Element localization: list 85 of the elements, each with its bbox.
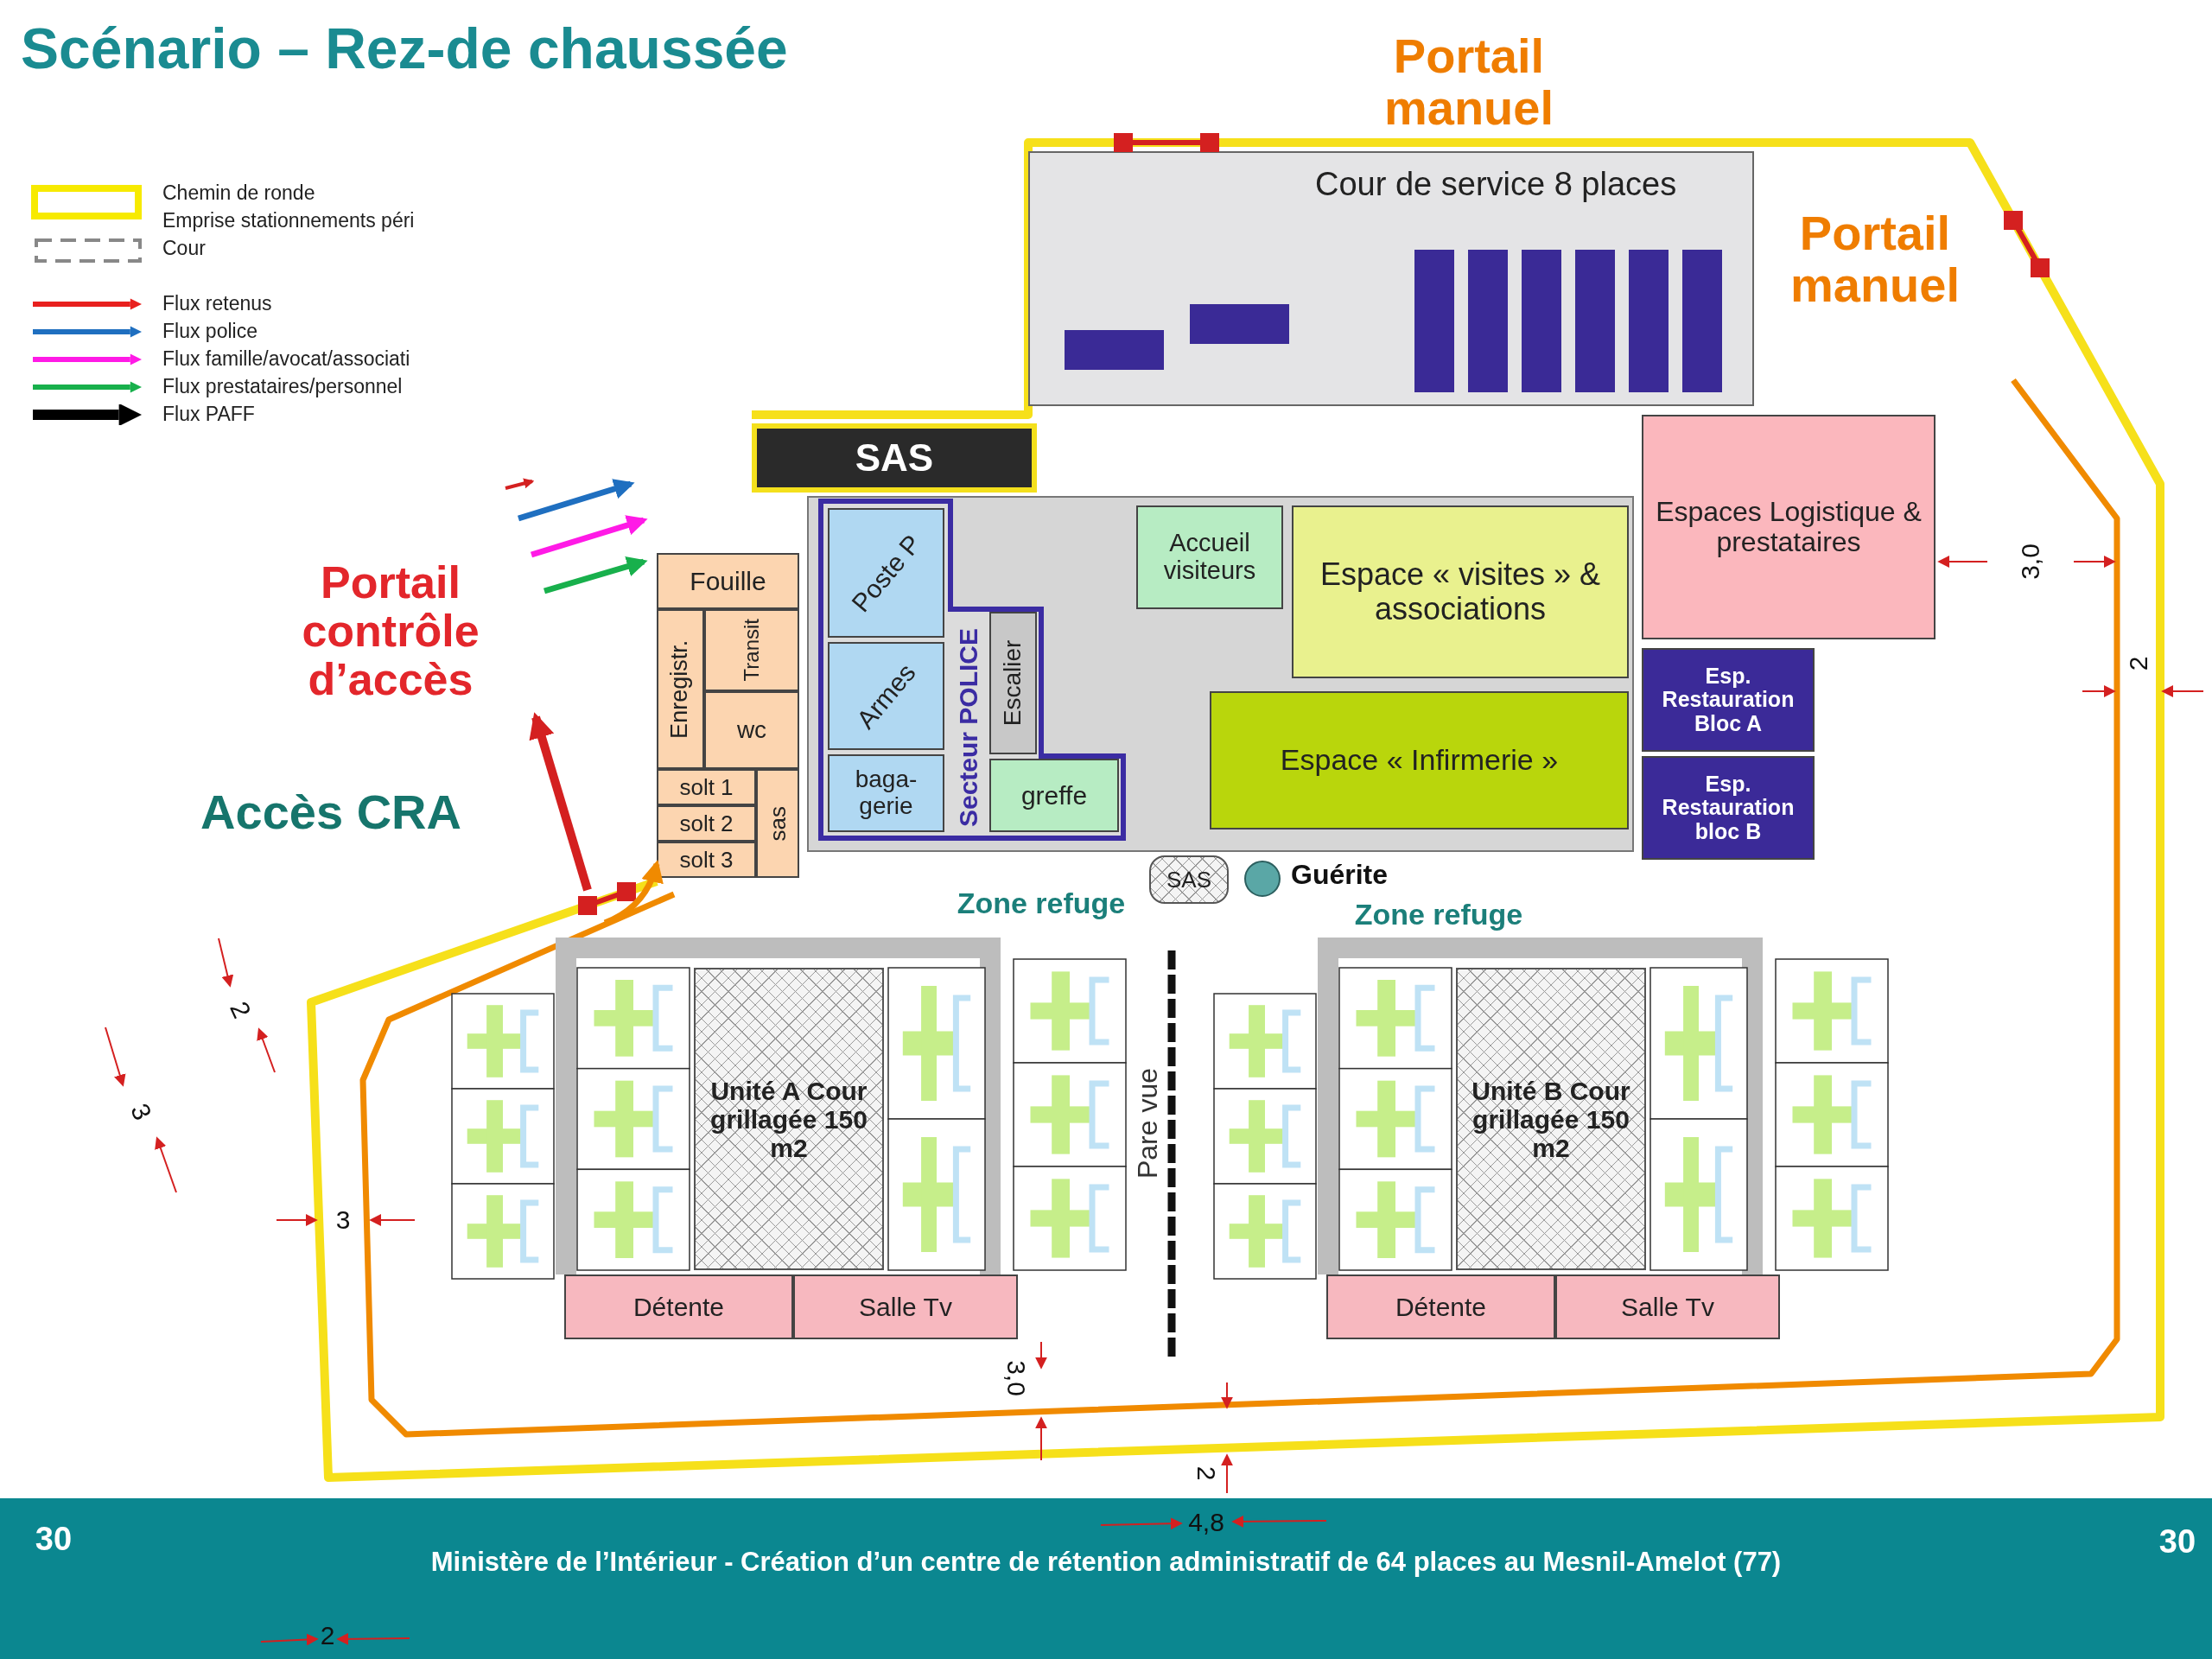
room-area: [1326, 1274, 1555, 1339]
zone-label: Zone refuge: [1354, 898, 1523, 931]
room-area: [756, 769, 799, 878]
gate-label: Portail manuel: [1789, 207, 1961, 312]
room-label: solt 3: [679, 847, 734, 873]
room-label: Transit: [740, 619, 764, 682]
room-label: Détente: [632, 1293, 725, 1321]
room-area: [704, 691, 799, 769]
legend-label: Flux famille/avocat/associati: [162, 347, 410, 371]
room-area: [989, 759, 1119, 832]
guard-booth-label: Guérite: [1291, 859, 1389, 891]
zone-heading: Secteur POLICE: [953, 627, 982, 828]
legend-label: Emprise stationnements péri: [162, 209, 415, 232]
gate-label: Portail contrôle d’accès: [301, 557, 480, 704]
room-label: Cour de service 8 places: [1315, 167, 1678, 203]
room-area: [657, 805, 756, 842]
dimension-label: 4,8: [1188, 1508, 1224, 1537]
page-number: 30: [2158, 1524, 2196, 1560]
room-label: Salle Tv: [1621, 1293, 1714, 1321]
room-label: Salle Tv: [859, 1293, 952, 1321]
room-label: wc: [736, 716, 767, 744]
room-label: SAS: [1166, 867, 1211, 893]
courtyard-area: [694, 968, 884, 1270]
room-area: [828, 642, 944, 750]
parking-courtyard: [1028, 151, 1754, 406]
room-area: [793, 1274, 1018, 1339]
room-label: Espace « Infirmerie »: [1280, 744, 1559, 777]
room-label: greffe: [1020, 781, 1088, 810]
legend-label: Cour: [162, 237, 206, 260]
room-label: Espace « visites » & associations: [1319, 557, 1602, 626]
room-area: [1642, 756, 1815, 860]
legend-label: Chemin de ronde: [162, 181, 315, 205]
dimension-label: 2: [224, 997, 257, 1023]
room-area: [657, 609, 704, 769]
room-area: [1292, 505, 1629, 678]
dimension-label: 3: [335, 1205, 351, 1235]
room-label: Esp. Restauration bloc B: [1661, 772, 1796, 844]
room-area: [828, 754, 944, 832]
room-area: [1555, 1274, 1780, 1339]
room-label: Unité B Cour grillagée 150 m2: [1471, 1076, 1631, 1162]
title: Scénario – Rez-de chaussée: [21, 16, 788, 81]
dimension-label: 3,0: [1001, 1360, 1031, 1396]
legend-label: Flux police: [162, 320, 257, 343]
room-label: Enregistr.: [667, 639, 694, 739]
dimension-label: 3,0: [2016, 543, 2045, 580]
room-label: Accueil visiteurs: [1162, 530, 1257, 585]
room-label: Espaces Logistique & prestataires: [1655, 496, 1923, 558]
gate-label: Portail manuel: [1382, 29, 1555, 135]
zone-label: Zone refuge: [957, 887, 1126, 919]
room-label: Fouille: [690, 567, 766, 595]
room-label: Détente: [1395, 1293, 1487, 1321]
room-area: [657, 842, 756, 878]
room-label: baga- gerie: [854, 766, 918, 820]
room-area: [1136, 505, 1283, 609]
room-area: [657, 769, 756, 805]
room-label: Escalier: [1000, 639, 1027, 727]
legend-label: Flux retenus: [162, 292, 272, 315]
room-area: [1149, 855, 1229, 904]
legend-label: Flux PAFF: [162, 403, 255, 426]
room-area: [1642, 648, 1815, 752]
dimension-label: 2: [2124, 656, 2153, 671]
dimension-label: 2: [1192, 1465, 1221, 1481]
legend-label: Flux prestataires/personnel: [162, 375, 403, 398]
room-area: [1210, 691, 1629, 830]
room-area: [989, 612, 1037, 754]
room-label: solt 1: [679, 774, 734, 800]
room-label: solt 2: [679, 810, 734, 836]
room-area: [828, 508, 944, 638]
page-number: 30: [35, 1522, 73, 1558]
room-area: [704, 609, 799, 691]
room-label: sas: [765, 805, 791, 842]
dimension-label: 3: [124, 1099, 157, 1125]
room-area: [564, 1274, 793, 1339]
courtyard-area: [1456, 968, 1646, 1270]
room-area: [1642, 415, 1936, 639]
dimension-label: 2: [320, 1621, 335, 1650]
entrance-label: Accès CRA: [200, 785, 461, 839]
room-label: Esp. Restauration Bloc A: [1661, 664, 1796, 736]
screen-wall-label: Pare vue: [1132, 1067, 1163, 1179]
room-label: SAS: [855, 436, 934, 480]
room-area: [752, 423, 1037, 493]
caption: Ministère de l’Intérieur - Création d’un centre de rétention administratif de 64 places au Mesnil-Amelot (77): [429, 1547, 1783, 1578]
police-sector: [821, 501, 1128, 842]
room-area: [657, 553, 799, 609]
room-label: Unité A Cour grillagée 150 m2: [709, 1076, 868, 1162]
